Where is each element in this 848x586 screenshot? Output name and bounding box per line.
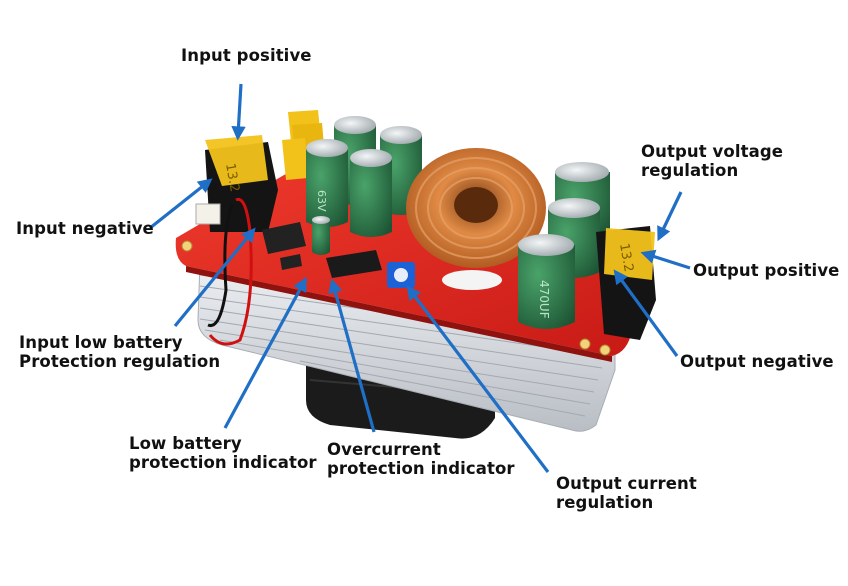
wire-pair: [195, 197, 253, 346]
toroid-coil: [406, 148, 546, 290]
fuse-left-marking: 13.2: [222, 162, 242, 193]
label-input-low-battery: Input low battery Protection regulation: [19, 333, 221, 371]
arrow-output-current: [406, 285, 550, 473]
output-terminal: 13.2: [596, 226, 656, 340]
arrow-output-negative: [613, 269, 679, 357]
arrow-output-positive: [640, 249, 691, 270]
input-capacitors: 63V: [306, 116, 422, 255]
output-capacitor-marking: 470UF: [537, 280, 551, 319]
arrow-overcurrent-indicator: [328, 278, 376, 433]
input-terminal: 13.2: [205, 135, 278, 232]
control-ic: [262, 222, 382, 278]
label-input-negative: Input negative: [16, 219, 154, 238]
label-overcurrent-indicator: Overcurrent protection indicator: [327, 440, 515, 478]
label-output-negative: Output negative: [680, 352, 834, 371]
output-capacitors: 470UF: [518, 162, 610, 329]
label-output-current: Output current regulation: [556, 474, 697, 512]
label-input-positive: Input positive: [181, 46, 312, 65]
current-trimmer: [387, 262, 415, 288]
arrow-input-negative: [149, 178, 213, 230]
fuse-right-marking: 13.2: [616, 242, 636, 273]
capacitor-marking: 63V: [315, 190, 328, 212]
label-low-battery-indicator: Low battery protection indicator: [129, 434, 317, 472]
label-output-voltage: Output voltage regulation: [641, 142, 784, 180]
arrow-output-voltage: [657, 191, 683, 242]
arrow-low-battery-indicator: [223, 276, 307, 429]
label-output-positive: Output positive: [693, 261, 840, 280]
callout-arrows: [149, 83, 691, 473]
arrow-input-low-battery: [173, 227, 256, 328]
arrow-input-positive: [231, 83, 246, 141]
